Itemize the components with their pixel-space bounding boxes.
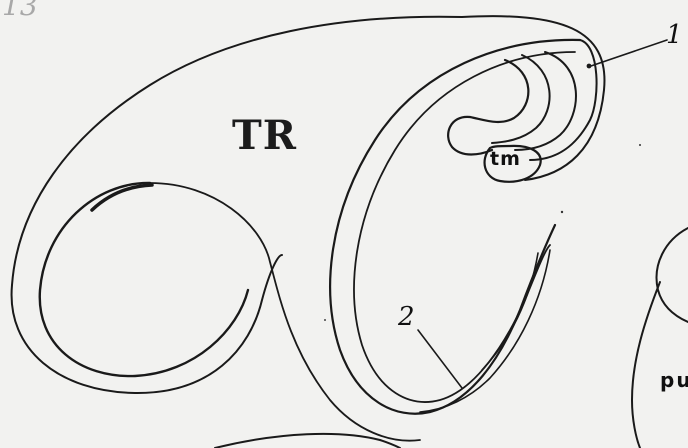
- leader-dot-1: [587, 64, 592, 69]
- curl-b: [492, 55, 550, 143]
- structure-label-tm: tm: [490, 150, 521, 169]
- leader-line-2: [418, 330, 462, 388]
- right-region-edge-lower: [632, 282, 660, 448]
- speck: [639, 144, 641, 146]
- speck: [324, 319, 326, 321]
- region-label-pu: pu: [660, 370, 688, 390]
- left-loop-thick: [92, 185, 152, 210]
- corner-mark: 13: [2, 0, 38, 20]
- bottom-sweep: [215, 434, 400, 448]
- central-cavity-inner: [354, 52, 575, 402]
- left-loop-outer: [40, 183, 248, 376]
- right-region-edge: [657, 228, 688, 322]
- region-label-tr: TR: [232, 116, 297, 156]
- lower-channel-a: [420, 250, 550, 412]
- curl-outer: [530, 40, 597, 160]
- speck: [561, 211, 563, 213]
- pointer-label-2: 2: [398, 304, 415, 330]
- pointer-label-1: 1: [666, 22, 683, 48]
- curl-c: [448, 60, 528, 155]
- outer-contour-top: [12, 17, 462, 393]
